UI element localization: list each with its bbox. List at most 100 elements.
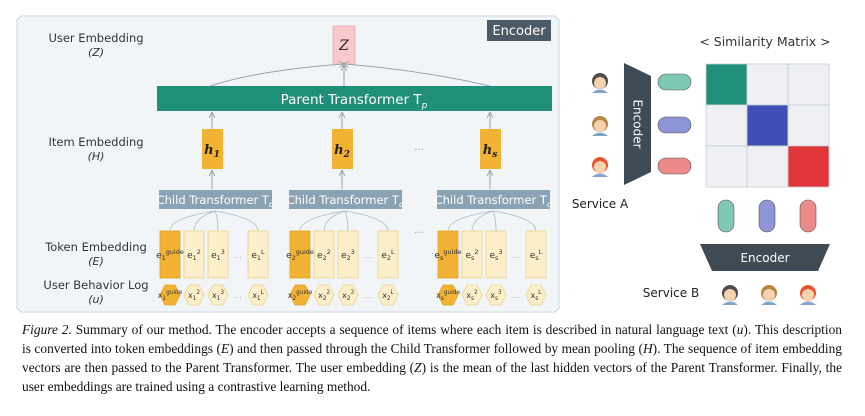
token-box xyxy=(525,230,547,279)
item-embedding-symbol: (H) xyxy=(88,150,105,163)
token-label: e1guide xyxy=(156,248,184,262)
token-to-child-arrow xyxy=(323,210,346,232)
token-to-child-arrow xyxy=(492,210,537,232)
service-b-label: Service B xyxy=(643,286,699,300)
caption-symbol-u: u xyxy=(736,322,744,337)
token-label: e2L xyxy=(381,248,395,262)
caption-text-4: ) and then passed through the Child Tran… xyxy=(229,341,643,356)
parent-transformer-label: Parent Transformer Tp xyxy=(281,92,428,111)
guide-log-hexagon xyxy=(437,284,459,306)
parent-transformer-bar xyxy=(157,86,552,111)
behavior-log-label: xsL xyxy=(531,290,543,302)
token-box xyxy=(485,230,507,279)
item-embedding-label: hs xyxy=(483,143,498,160)
encoder-title: Encoder xyxy=(492,24,546,39)
token-label: es3 xyxy=(489,248,502,262)
behavior-log-label: xs2 xyxy=(466,290,478,302)
behavior-log-label: xsguide xyxy=(436,290,460,302)
parent-to-z-arrows xyxy=(209,64,491,87)
token-box xyxy=(461,230,483,279)
item-embedding-label: Item Embedding xyxy=(48,135,143,149)
figure-caption: Figure 2. Summary of our method. The enc… xyxy=(22,320,842,396)
caption-symbol-e: E xyxy=(220,341,230,356)
z-label: Z xyxy=(338,38,349,54)
log-hexagon xyxy=(313,284,335,306)
child-transformer-label: Child Transformer Tc xyxy=(287,193,404,209)
token-label: e23 xyxy=(341,248,355,262)
token-box xyxy=(337,230,359,279)
token-label: e12 xyxy=(187,248,201,262)
caption-symbol-z: Z xyxy=(414,360,422,375)
matrix-cell-diagonal xyxy=(746,104,789,147)
item-embedding-label: h1 xyxy=(204,143,220,160)
behavior-log-label: x1guide xyxy=(158,290,183,302)
behavior-log-label: x13 xyxy=(212,290,224,302)
log-hexagon xyxy=(337,284,359,306)
token-label: e2guide xyxy=(286,248,314,262)
token-box xyxy=(207,230,229,279)
token-gap-ellipsis: ... xyxy=(364,251,372,260)
guide-token-box xyxy=(437,230,459,279)
matrix-cell-diagonal xyxy=(705,63,748,106)
log-hexagon xyxy=(207,284,229,306)
token-to-child-arrow xyxy=(492,210,497,232)
child-transformer-label: Child Transformer Tc xyxy=(435,193,552,209)
user-avatar-icon xyxy=(592,157,608,177)
encoder-vertical xyxy=(624,63,651,185)
token-embedding-label: Token Embedding xyxy=(44,240,147,254)
token-to-child-arrow xyxy=(471,210,494,232)
log-gap-ellipsis: ... xyxy=(512,291,520,300)
user-avatar-icon xyxy=(592,116,608,136)
token-ellipsis: ... xyxy=(414,225,424,236)
guide-token-box xyxy=(289,230,311,279)
token-label: es2 xyxy=(465,248,478,262)
token-box xyxy=(313,230,335,279)
user-embedding-pill xyxy=(799,199,817,233)
behavior-log-label: User Behavior Log xyxy=(43,278,148,292)
matrix-cell xyxy=(705,104,748,147)
token-to-child-arrow xyxy=(214,210,219,232)
token-to-child-arrow xyxy=(169,210,216,232)
behavior-log-symbol: (u) xyxy=(88,293,104,306)
caption-symbol-h: H xyxy=(642,341,653,356)
log-hexagon xyxy=(247,284,269,306)
item-embedding-box xyxy=(332,129,353,169)
token-box xyxy=(377,230,399,279)
log-hexagon xyxy=(485,284,507,306)
behavior-log-label: x2guide xyxy=(288,290,313,302)
caption-text-6: ). The sequence of item embedding vector… xyxy=(22,341,842,375)
behavior-log-label: x1L xyxy=(252,290,264,302)
user-avatar-icon xyxy=(761,285,777,305)
token-label: e13 xyxy=(211,248,225,262)
child-transformer-label: Child Transformer Tc xyxy=(157,193,274,209)
guide-log-hexagon xyxy=(159,284,181,306)
log-hexagon xyxy=(377,284,399,306)
matrix-cell-diagonal xyxy=(787,145,830,188)
behavior-log-label: xs3 xyxy=(490,290,502,302)
child-transformer-box xyxy=(289,190,402,209)
child-transformer-box xyxy=(159,190,272,209)
caption-text-2: ). This description is converted into to… xyxy=(22,322,842,356)
guide-token-box xyxy=(159,230,181,279)
caption-text-8: ) is the mean of the last hidden vectors… xyxy=(22,360,842,394)
item-ellipsis: ... xyxy=(414,142,424,153)
log-hexagon xyxy=(525,284,547,306)
token-to-child-arrow xyxy=(299,210,346,232)
caption-figure-label: Figure 2. xyxy=(22,322,72,337)
encoder-title-box xyxy=(487,20,551,41)
token-to-child-arrow xyxy=(344,210,349,232)
matrix-cell xyxy=(705,145,748,188)
matrix-cell xyxy=(746,145,789,188)
log-gap-ellipsis: ... xyxy=(364,291,372,300)
user-embedding-label: User Embedding xyxy=(48,31,143,45)
behavior-log-label: x12 xyxy=(188,290,200,302)
item-embedding-box xyxy=(480,129,501,169)
user-embedding-symbol: (Z) xyxy=(88,46,104,59)
method-diagram: Encoder User Embedding (Z) Item Embeddin… xyxy=(16,15,831,313)
token-box xyxy=(183,230,205,279)
matrix-cell xyxy=(746,63,789,106)
user-avatar-icon xyxy=(800,285,816,305)
service-a-label: Service A xyxy=(572,197,629,211)
